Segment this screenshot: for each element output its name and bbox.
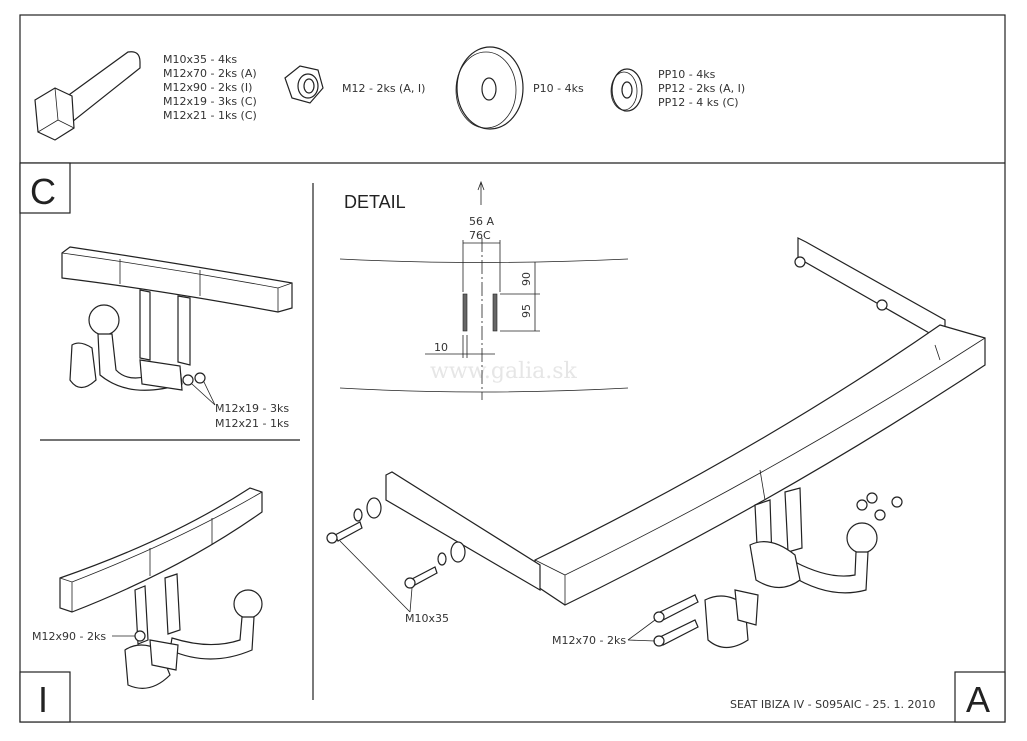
svg-text:PP12 - 4 ks (C): PP12 - 4 ks (C): [658, 96, 739, 109]
panel-a-callout-long: M12x70 - 2ks: [552, 634, 626, 647]
svg-text:M12x21 - 1ks (C): M12x21 - 1ks (C): [163, 109, 257, 122]
panel-c-box: [19, 162, 71, 214]
watermark: www.galia.sk: [430, 359, 578, 384]
nut-label: M12 - 2ks (A, I): [342, 82, 425, 95]
detail-width-c: 76C: [469, 229, 491, 242]
svg-text:M10x35 - 4ks: M10x35 - 4ks: [163, 53, 237, 66]
bolt-icon: [34, 51, 141, 141]
panel-a-callout-bolts: M10x35: [405, 612, 449, 625]
detail-title: DETAIL: [344, 192, 406, 212]
detail-drawing: [339, 180, 629, 400]
panel-a-box: [954, 671, 1006, 723]
detail-dim-mid: 95: [520, 304, 533, 318]
panel-i-letter: I: [38, 679, 48, 720]
panel-i-callout: M12x90 - 2ks: [32, 630, 106, 643]
small-washer-list: PP10 - 4ks PP12 - 2ks (A, I) PP12 - 4 ks…: [658, 68, 745, 109]
panel-c-callout-1: M12x19 - 3ks: [215, 402, 289, 415]
svg-text:PP10 - 4ks: PP10 - 4ks: [658, 68, 716, 81]
panel-i-crossbar: [59, 487, 263, 689]
bolt-list: M10x35 - 4ks M12x70 - 2ks (A) M12x90 - 2…: [163, 53, 257, 122]
small-washer-icon: [610, 68, 643, 112]
detail-dim-side: 10: [434, 341, 448, 354]
panel-c-crossbar: [61, 246, 293, 406]
large-washer-icon: [455, 46, 524, 130]
detail-dim-top: 90: [520, 272, 533, 286]
svg-text:PP12 - 2ks (A, I): PP12 - 2ks (A, I): [658, 82, 745, 95]
washer-label: P10 - 4ks: [533, 82, 584, 95]
drawing-frame: [19, 14, 1006, 723]
svg-text:M12x19 - 3ks (C): M12x19 - 3ks (C): [163, 95, 257, 108]
panel-i-box: [19, 671, 71, 723]
towbar-assembly: [326, 237, 986, 649]
panel-a-letter: A: [966, 679, 990, 720]
drawing-footer: SEAT IBIZA IV - S095AIC - 25. 1. 2010: [730, 698, 936, 711]
panel-c-callout-2: M12x21 - 1ks: [215, 417, 289, 430]
panel-c-letter: C: [30, 171, 56, 212]
nut-icon: [284, 65, 324, 104]
svg-text:M12x70 - 2ks (A): M12x70 - 2ks (A): [163, 67, 257, 80]
detail-width-a: 56 A: [469, 215, 494, 228]
svg-text:M12x90 - 2ks (I): M12x90 - 2ks (I): [163, 81, 252, 94]
